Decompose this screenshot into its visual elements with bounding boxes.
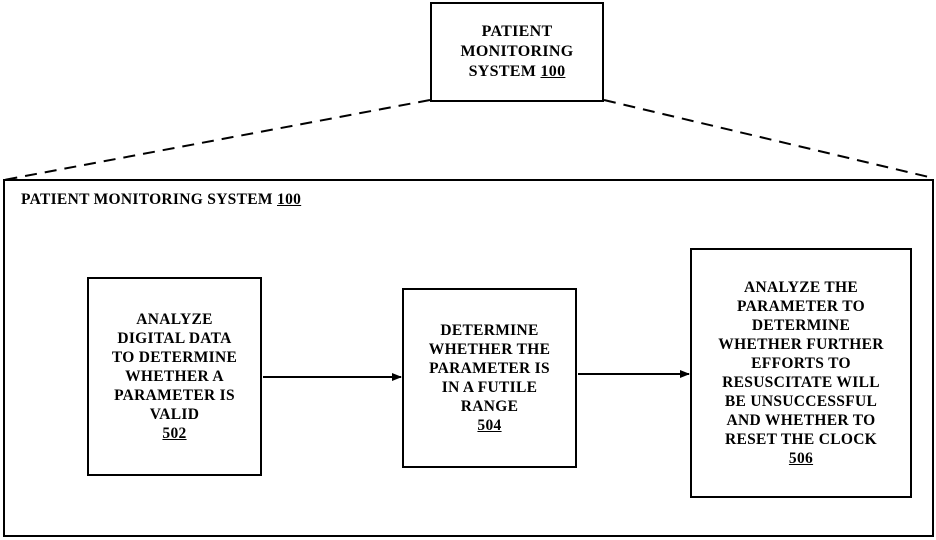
step-box-502: ANALYZE DIGITAL DATA TO DETERMINE WHETHE…: [87, 277, 262, 476]
step-line: DIGITAL DATA: [117, 329, 231, 348]
step-line: TO DETERMINE: [112, 348, 237, 367]
step-line: WHETHER A: [125, 367, 224, 386]
step-line: ANALYZE: [136, 310, 212, 329]
step-box-504: DETERMINE WHETHER THE PARAMETER IS IN A …: [402, 288, 577, 468]
step-line: RESUSCITATE WILL: [722, 373, 880, 392]
container-title-text: PATIENT MONITORING SYSTEM: [21, 191, 273, 208]
step-box-506: ANALYZE THE PARAMETER TO DETERMINE WHETH…: [690, 248, 912, 498]
container-title: PATIENT MONITORING SYSTEM 100: [21, 191, 301, 209]
step-line: RANGE: [461, 397, 518, 416]
step-line: BE UNSUCCESSFUL: [725, 392, 877, 411]
step-line: PARAMETER IS: [114, 386, 235, 405]
step-line: AND WHETHER TO: [727, 411, 876, 430]
patient-monitoring-system-box: PATIENT MONITORING SYSTEM 100: [430, 2, 604, 102]
step-line: IN A FUTILE: [442, 378, 537, 397]
zoom-line-left: [4, 100, 430, 180]
step-line: ANALYZE THE: [744, 278, 858, 297]
step-line: WHETHER FURTHER: [718, 335, 883, 354]
zoom-line-right: [604, 100, 933, 178]
step-line: DETERMINE: [752, 316, 850, 335]
top-box-line: MONITORING: [461, 42, 574, 62]
step-line: EFFORTS TO: [751, 354, 851, 373]
container-title-ref: 100: [277, 191, 301, 208]
top-box-last-line: SYSTEM: [469, 63, 537, 80]
step-line: VALID: [150, 405, 199, 424]
top-box-line: SYSTEM 100: [469, 62, 566, 82]
top-box-line: PATIENT: [482, 22, 553, 42]
step-line: DETERMINE: [440, 321, 538, 340]
top-box-ref: 100: [541, 63, 566, 80]
step-line: WHETHER THE: [429, 340, 550, 359]
step-ref: 504: [477, 416, 501, 435]
step-line: PARAMETER IS: [429, 359, 550, 378]
step-ref: 506: [789, 449, 813, 468]
step-line: RESET THE CLOCK: [725, 430, 877, 449]
step-line: PARAMETER TO: [737, 297, 865, 316]
step-ref: 502: [162, 424, 186, 443]
